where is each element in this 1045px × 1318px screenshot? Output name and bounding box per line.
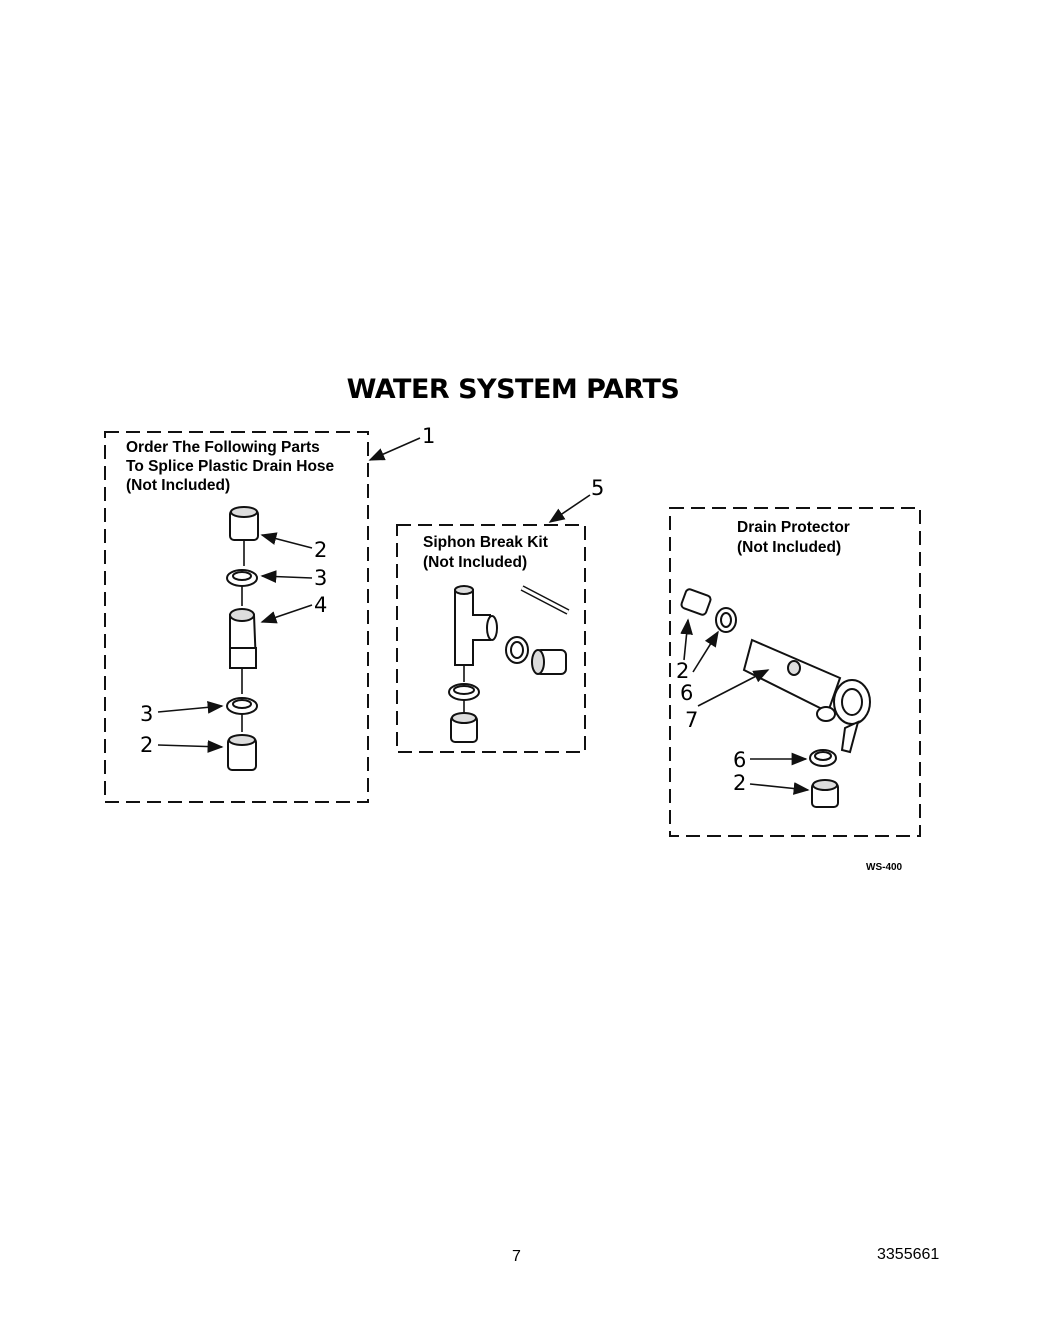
splice-part-3-bottom	[226, 697, 258, 715]
drain-callout-2-bottom-leader	[749, 782, 810, 795]
drain-protector-group: Drain Protector (Not Included) 2 6	[669, 507, 921, 837]
siphon-coupling	[531, 649, 567, 675]
splice-callout-4: 4	[314, 593, 327, 617]
siphon-clamp	[505, 636, 529, 664]
splice-kit-callout-number: 1	[422, 424, 435, 448]
splice-kit-label-line-2: To Splice Plastic Drain Hose	[126, 458, 335, 475]
drain-callout-6-bottom: 6	[733, 748, 746, 772]
siphon-vent-rod	[520, 585, 570, 615]
splice-callout-2-bottom: 2	[140, 733, 153, 757]
drain-protector-label-line-1: Drain Protector	[737, 519, 850, 536]
splice-callout-3-bottom-leader	[157, 700, 224, 714]
splice-callout-2-top-leader	[260, 532, 313, 549]
diagram-code: WS-400	[866, 862, 903, 873]
drain-sleeve-top	[680, 588, 712, 616]
siphon-bottom-clamp	[448, 683, 480, 701]
drain-callout-2-bottom: 2	[733, 771, 746, 795]
splice-callout-2-bottom-leader	[157, 740, 224, 753]
drain-callout-6-top: 6	[680, 681, 693, 705]
splice-callout-3-top: 3	[314, 566, 327, 590]
siphon-kit-label-line-2: (Not Included)	[423, 554, 527, 571]
siphon-kit-dashed-box	[396, 524, 586, 753]
drain-callout-6-top-leader	[692, 630, 719, 673]
drain-callout-2-top-leader	[680, 618, 693, 661]
document-number: 3355661	[877, 1246, 939, 1263]
siphon-bottom-sleeve	[450, 712, 478, 743]
splice-callout-4-leader	[260, 604, 313, 624]
drain-sleeve-bottom	[811, 779, 839, 808]
splice-kit-label-line-1: Order The Following Parts	[126, 439, 320, 456]
page-title: WATER SYSTEM PARTS	[347, 374, 680, 405]
page-number: 7	[512, 1248, 521, 1265]
drain-protector-label-line-2: (Not Included)	[737, 539, 841, 556]
splice-kit-label-line-3: (Not Included)	[126, 477, 230, 494]
splice-kit-callout-leader	[368, 437, 421, 461]
splice-part-2-top	[229, 506, 259, 541]
splice-part-4-connector	[229, 608, 258, 669]
drain-callout-2-top: 2	[676, 659, 689, 683]
splice-callout-2-top: 2	[314, 538, 327, 562]
drain-protector-body	[742, 638, 871, 754]
drain-clamp-top	[715, 607, 737, 633]
splice-callout-3-top-leader	[260, 570, 313, 583]
splice-part-2-bottom	[227, 734, 257, 771]
drain-protector-dashed-box	[669, 507, 921, 837]
siphon-break-kit-group: Siphon Break Kit (Not Included) 5	[396, 476, 604, 753]
drain-clamp-bottom	[809, 749, 837, 767]
siphon-kit-callout-leader	[548, 494, 591, 523]
siphon-kit-callout-number: 5	[591, 476, 604, 500]
drain-callout-7: 7	[685, 708, 698, 732]
siphon-kit-label-line-1: Siphon Break Kit	[423, 534, 548, 551]
splice-callout-3-bottom: 3	[140, 702, 153, 726]
siphon-tee-fitting	[454, 585, 498, 666]
splice-part-3-top	[226, 569, 258, 587]
splice-kit-dashed-box	[104, 431, 369, 803]
splice-kit-group: Order The Following Parts To Splice Plas…	[104, 424, 435, 803]
drain-callout-7-leader	[697, 669, 770, 707]
